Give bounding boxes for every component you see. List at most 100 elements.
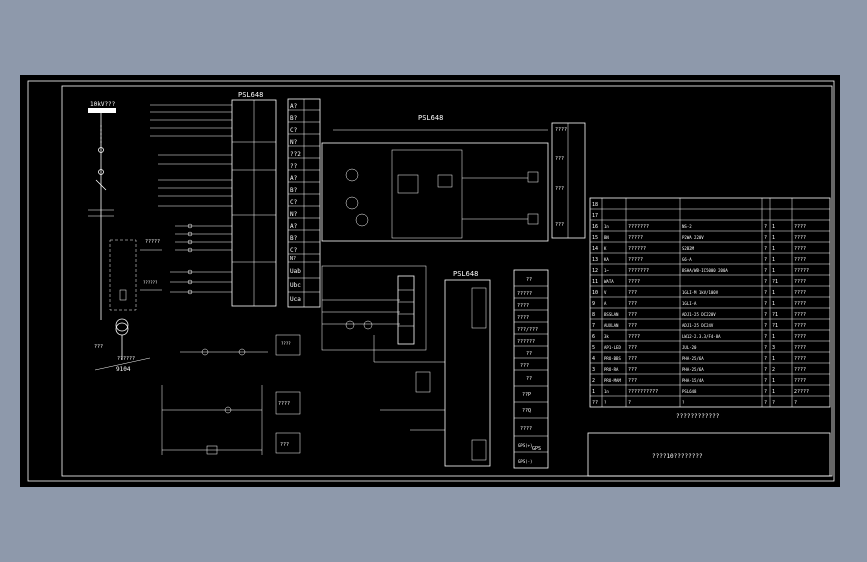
right-side-label: ???? <box>555 127 567 133</box>
mid-terminal-label: ????? <box>517 291 532 297</box>
current-circuits <box>150 104 232 295</box>
bom-cell-note: ???? <box>794 367 806 373</box>
bom-cell-code: AP1-LED <box>604 345 621 350</box>
terminal-label: Uab <box>290 268 301 275</box>
bom-cell-note: ???? <box>794 323 806 329</box>
bom-cell-q1: ? <box>764 246 767 252</box>
bom-cell-name: ?????? <box>628 246 646 252</box>
right-side-label: ??? <box>555 222 564 228</box>
bom-cell-name: ???? <box>628 279 640 285</box>
bom-cell-no: 10 <box>592 290 598 296</box>
bom-cell-name: ??????? <box>628 268 649 274</box>
bom-cell-no: 5 <box>592 345 595 351</box>
bom-cell-q1: ? <box>764 334 767 340</box>
bom-cell-model: NS-2 <box>682 224 692 229</box>
terminal-label: ?? <box>290 163 298 170</box>
bom-cell-code: 1n <box>604 224 609 229</box>
bom-cell-q2: 2 <box>772 367 775 373</box>
terminal-label: A? <box>290 223 298 230</box>
relay-3-label: PSL648 <box>453 270 478 278</box>
bom-cell-no: 6 <box>592 334 595 340</box>
mid-terminal-label: ??Q <box>522 408 531 414</box>
bom-cell-code: PRO-BBS <box>604 356 621 361</box>
bom-cell-no: 9 <box>592 301 595 307</box>
bom-cell-note: ???? <box>794 378 806 384</box>
bom-cell-note: ???? <box>794 301 806 307</box>
bom-cell-no: 14 <box>592 246 598 252</box>
mid-terminal-label: ???? <box>517 315 529 321</box>
terminal-label: N? <box>290 139 298 146</box>
bom-cell-note: ???? <box>794 279 806 285</box>
bom-cell-code: A <box>604 301 607 306</box>
bom-cell-name: ??? <box>628 301 637 307</box>
middle-terminal-strip: ?? ????? ???? ???? ???/??? ?????? ?? ???… <box>513 269 549 469</box>
node-2-label: ????? <box>145 239 160 245</box>
bom-cell-name: ???? <box>628 334 640 340</box>
relay-block-3: PSL648 <box>321 265 491 467</box>
mid-terminal-label: ???? <box>517 303 529 309</box>
bom-cell-no: 4 <box>592 356 595 362</box>
bom-cell-model: BSHA/WB-IC5000 200A <box>682 268 728 273</box>
bom-cell-name: ??? <box>628 345 637 351</box>
bom-cell-code: ? <box>604 400 607 405</box>
control-circuits: ???? ???? ??? <box>161 334 301 455</box>
bom-cell-q2: 1 <box>772 257 775 263</box>
bom-cell-q2: 1 <box>772 235 775 241</box>
bom-cell-q1: ? <box>764 279 767 285</box>
bom-cell-code: BN <box>604 235 609 240</box>
bom-cell-code: PRO-RA <box>604 367 619 372</box>
outer-frame <box>27 80 835 482</box>
bom-cell-note: ???? <box>794 356 806 362</box>
bom-cell-no: 11 <box>592 279 598 285</box>
terminal-label: N? <box>290 256 296 262</box>
bom-cell-name: ? <box>628 400 631 406</box>
bom-cell-name: ??? <box>628 290 637 296</box>
box-label: ???? <box>281 341 291 346</box>
mid-terminal-label: ?? <box>526 376 532 382</box>
bom-cell-q2: ? <box>772 400 775 406</box>
bom-cell-note: ???? <box>794 312 806 318</box>
bom-cell-model: S2B2M <box>682 246 695 251</box>
bom-cell-model: 1GLI-M 1kV/100V <box>682 290 719 295</box>
relay-1-label: PSL648 <box>238 91 263 99</box>
bom-cell-q2: ?1 <box>772 323 778 329</box>
cabinet-number: 9104 <box>116 366 131 373</box>
bom-cell-q1: ? <box>764 301 767 307</box>
bom-cell-q1: ? <box>764 400 767 406</box>
bom-cell-model: G6-A <box>682 257 692 262</box>
bom-cell-name: ??? <box>628 367 637 373</box>
title-block-text: ????10???????? <box>652 453 703 460</box>
right-side-label: ??? <box>555 186 564 192</box>
bom-cell-code: V <box>604 290 607 295</box>
bom-cell-q2: 3 <box>772 345 775 351</box>
bom-cell-no: 1 <box>592 389 595 395</box>
bom-cell-model: PHA-25/6A <box>682 367 704 372</box>
bom-cell-note: ???? <box>794 224 806 230</box>
terminal-label: B? <box>290 235 298 242</box>
inner-frame <box>61 85 833 477</box>
relay-block-1: PSL648 <box>231 91 277 307</box>
bom-cell-name: ????? <box>628 257 643 263</box>
terminal-label: A? <box>290 103 298 110</box>
mid-terminal-label: ?????? <box>517 339 535 345</box>
bom-cell-code: KA <box>604 257 609 262</box>
bom-cell-note: ????? <box>794 268 809 274</box>
mid-terminal-label: GPS(-) <box>518 459 532 464</box>
bom-cell-no: 8 <box>592 312 595 318</box>
bom-cell-note: ???? <box>794 290 806 296</box>
bom-cell-model: 1GLI-A <box>682 301 697 306</box>
bom-cell-no: 18 <box>592 202 598 208</box>
bom-cell-q1: ? <box>764 290 767 296</box>
bom-cell-no: ?? <box>592 400 598 406</box>
bom-cell-q1: ? <box>764 312 767 318</box>
bom-cell-q2: 1 <box>772 378 775 384</box>
terminal-label: Uca <box>290 296 301 303</box>
terminal-label: N? <box>290 211 298 218</box>
bom-cell-code: 1n <box>604 389 609 394</box>
bom-cell-no: 16 <box>592 224 598 230</box>
bom-cell-name: ????? <box>628 235 643 241</box>
bom-cell-no: 12 <box>592 268 598 274</box>
terminal-label: A? <box>290 175 298 182</box>
bom-cell-model: ADJ1-25 DC220V <box>682 312 716 317</box>
bom-cell-q2: 1 <box>772 246 775 252</box>
